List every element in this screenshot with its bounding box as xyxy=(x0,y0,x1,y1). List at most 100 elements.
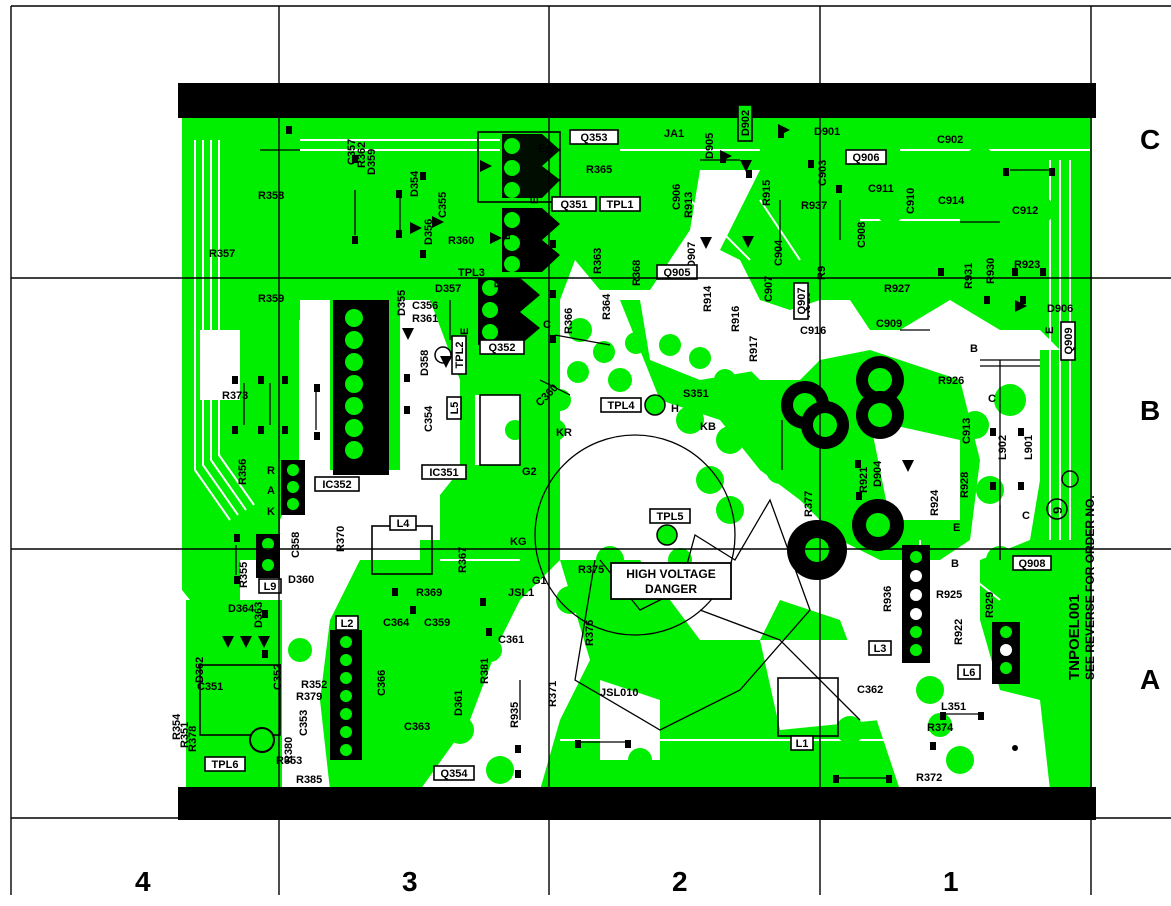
label-d907: D907 xyxy=(686,242,698,268)
label-r352: R352 xyxy=(301,679,327,691)
boxed-label-l6: L6 xyxy=(957,664,981,680)
label-r929: R929 xyxy=(984,592,996,618)
label-r381: R381 xyxy=(479,658,491,684)
label-c366: C366 xyxy=(376,670,388,696)
grid-lines xyxy=(10,5,1171,895)
label-r369: R369 xyxy=(416,587,442,599)
boxed-label-text-tpl5: TPL5 xyxy=(657,511,684,523)
label-r360: R360 xyxy=(448,235,474,247)
label-r380: R380 xyxy=(283,737,295,763)
copper-layer xyxy=(182,118,1092,790)
boxed-label-q351: Q351 xyxy=(551,196,597,212)
label-d358: D358 xyxy=(419,350,431,376)
boxed-label-text-q906: Q906 xyxy=(853,152,880,164)
label-c907: C907 xyxy=(763,276,775,302)
pin-letter-k-11: K xyxy=(267,506,275,518)
high-voltage-warning: HIGH VOLTAGE DANGER xyxy=(610,562,732,600)
label-r379: R379 xyxy=(296,691,322,703)
boxed-label-text-q352: Q352 xyxy=(489,342,516,354)
boxed-label-d902: D902 xyxy=(737,104,753,142)
column-label-3: 3 xyxy=(402,866,418,897)
board-version: 9 xyxy=(1050,507,1065,514)
label-d359: D359 xyxy=(366,149,378,175)
label-c902: C902 xyxy=(937,134,963,146)
row-label-b: B xyxy=(1140,395,1161,426)
column-label-1: 1 xyxy=(943,866,959,897)
boxed-label-tpl5: TPL5 xyxy=(649,508,691,524)
label-r385: R385 xyxy=(296,774,322,786)
label-c914: C914 xyxy=(938,195,965,207)
label-l901: L901 xyxy=(1023,435,1035,460)
boxed-label-text-tpl6: TPL6 xyxy=(212,759,239,771)
pin-letter-e-12: E xyxy=(1044,327,1056,334)
label-r925: R925 xyxy=(936,589,962,601)
label-c361: C361 xyxy=(498,634,524,646)
label-r913: R913 xyxy=(683,192,695,218)
boxed-label-text-q353: Q353 xyxy=(581,132,608,144)
label-g1: G1 xyxy=(532,575,547,587)
boxed-label-tpl4: TPL4 xyxy=(600,397,642,413)
boxed-label-text-q908: Q908 xyxy=(1019,558,1046,570)
label-r928: R928 xyxy=(959,472,971,498)
label-d363: D363 xyxy=(253,602,265,628)
pin-letter-e-0: E xyxy=(529,197,541,204)
label-tpl3: TPL3 xyxy=(458,267,485,279)
label-c351: C351 xyxy=(197,681,223,693)
label-r372: R372 xyxy=(916,772,942,784)
warning-line-1: HIGH VOLTAGE xyxy=(626,567,716,581)
label-r362: R362 xyxy=(356,142,368,168)
label-r353: R353 xyxy=(276,755,302,767)
boxed-label-ic352: IC352 xyxy=(314,476,360,492)
boxed-label-tpl6: TPL6 xyxy=(204,756,246,772)
label-d360: D360 xyxy=(288,574,314,586)
label-d362: D362 xyxy=(194,657,206,683)
row-label-a: A xyxy=(1140,664,1161,695)
boxed-label-l5: L5 xyxy=(446,396,462,420)
pin-letter-a-10: A xyxy=(267,485,275,497)
label-r368: R368 xyxy=(631,260,643,286)
row-label-c: C xyxy=(1140,124,1161,155)
label-d904: D904 xyxy=(872,460,884,487)
label-h: H xyxy=(671,403,679,415)
boxed-label-q909: Q909 xyxy=(1060,321,1076,361)
label-d361: D361 xyxy=(453,690,465,716)
label-d906: D906 xyxy=(1047,303,1073,315)
label-r9: R9 xyxy=(816,266,828,280)
pin-letter-b-6: B xyxy=(493,280,505,288)
boxed-label-text-l6: L6 xyxy=(963,667,976,679)
part-number: TNPOEL001 xyxy=(1066,594,1083,680)
boxed-label-q906: Q906 xyxy=(845,149,887,165)
boxed-label-text-l3: L3 xyxy=(874,643,887,655)
label-d355: D355 xyxy=(396,290,408,316)
pin-letter-b-1: B xyxy=(544,146,556,154)
boxed-label-q353: Q353 xyxy=(569,129,619,145)
label-d356: D356 xyxy=(423,219,435,245)
pin-letter-c-3: C xyxy=(531,220,543,228)
label-c354: C354 xyxy=(423,405,435,432)
column-label-4: 4 xyxy=(135,866,151,897)
label-r364: R364 xyxy=(601,293,613,320)
label-r921: R921 xyxy=(858,467,870,493)
silkscreen-layer xyxy=(178,83,1096,820)
pin-letter-c-14: C xyxy=(988,393,996,405)
boxed-label-l4: L4 xyxy=(389,515,417,531)
label-r354: R354 xyxy=(171,713,183,740)
label-r926: R926 xyxy=(938,375,964,387)
boxed-label-text-ic351: IC351 xyxy=(429,467,458,479)
label-r370: R370 xyxy=(335,526,347,552)
pin-letter-b-13: B xyxy=(970,343,978,355)
label-c362: C362 xyxy=(857,684,883,696)
warning-line-2: DANGER xyxy=(645,582,697,596)
part-number-text: TNPOEL001 xyxy=(1066,594,1083,680)
label-c916: C916 xyxy=(800,325,826,337)
label-d364: D364 xyxy=(228,603,255,615)
label-r936: R936 xyxy=(882,586,894,612)
label-c908: C908 xyxy=(856,222,868,248)
label-c355: C355 xyxy=(437,192,449,218)
label-r358: R358 xyxy=(258,190,284,202)
boxed-label-text-q351: Q351 xyxy=(561,199,588,211)
boxed-label-q907: Q907 xyxy=(793,282,809,320)
label-c910: C910 xyxy=(905,188,917,214)
